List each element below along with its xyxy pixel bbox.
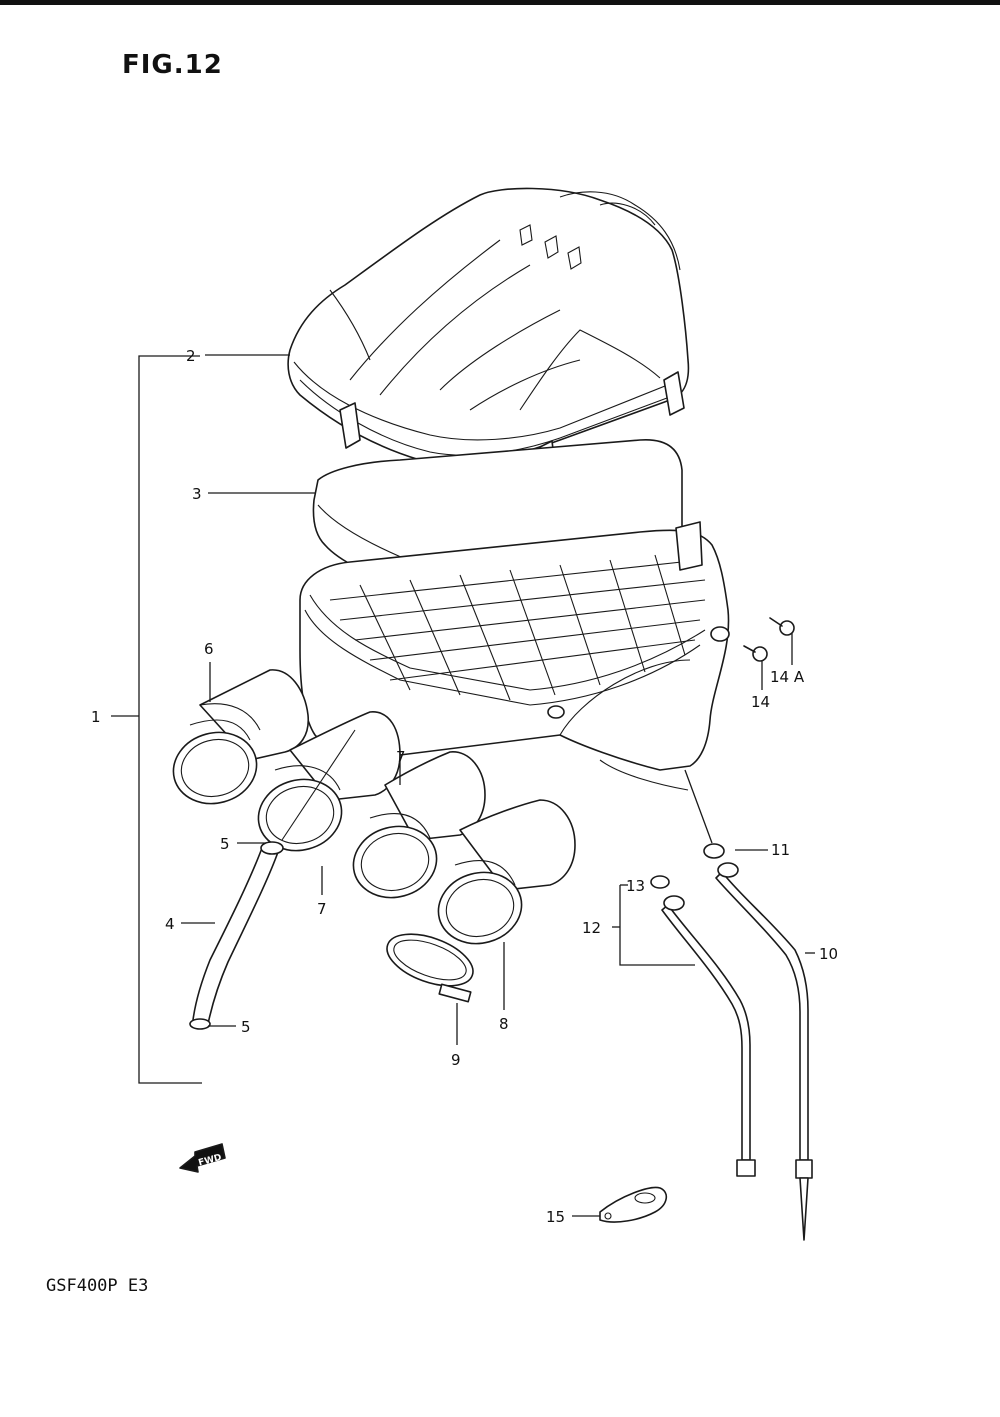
intake-boot-right-1	[257, 711, 401, 852]
bolts	[743, 617, 795, 662]
callout-7-lower: 7	[317, 900, 327, 918]
callout-10: 10	[819, 945, 838, 963]
top-border	[0, 0, 1000, 5]
callout-14: 14	[751, 693, 770, 711]
intake-boot-center	[352, 751, 486, 899]
leader-lines	[181, 354, 815, 1217]
hose-guide-bracket	[599, 1186, 668, 1223]
hose-clamp	[386, 933, 474, 1003]
breather-tube-12	[661, 895, 756, 1177]
figure-title: FIG.12	[122, 50, 223, 80]
model-code: GSF400P E3	[46, 1276, 149, 1296]
small-clamps	[650, 843, 725, 889]
assembly-bracket	[111, 355, 202, 1084]
drain-hose	[189, 729, 356, 1030]
intake-boot-left	[172, 669, 310, 805]
drain-tube-10	[715, 862, 813, 1241]
callout-5-upper: 5	[220, 835, 230, 853]
callout-5-lower: 5	[241, 1018, 251, 1036]
callout-15: 15	[546, 1208, 565, 1226]
callout-labels: 2 3 6 1 7 5 7 4 5 8 9 11 13 12 10 14 A 1…	[91, 347, 838, 1226]
callout-11: 11	[771, 841, 790, 859]
air-cleaner-box	[299, 521, 730, 791]
callout-4: 4	[165, 915, 175, 933]
callout-7-upper: 7	[396, 748, 406, 766]
callout-3: 3	[192, 485, 202, 503]
callout-1: 1	[91, 708, 101, 726]
callout-14a: 14 A	[770, 668, 805, 686]
fwd-arrow-icon: FWD	[179, 1143, 226, 1173]
callout-13: 13	[626, 877, 645, 895]
callout-2: 2	[186, 347, 196, 365]
callout-6: 6	[204, 640, 214, 658]
callout-12: 12	[582, 919, 601, 937]
intake-boot-far	[437, 799, 576, 945]
callout-8: 8	[499, 1015, 509, 1033]
callout-9: 9	[451, 1051, 461, 1069]
